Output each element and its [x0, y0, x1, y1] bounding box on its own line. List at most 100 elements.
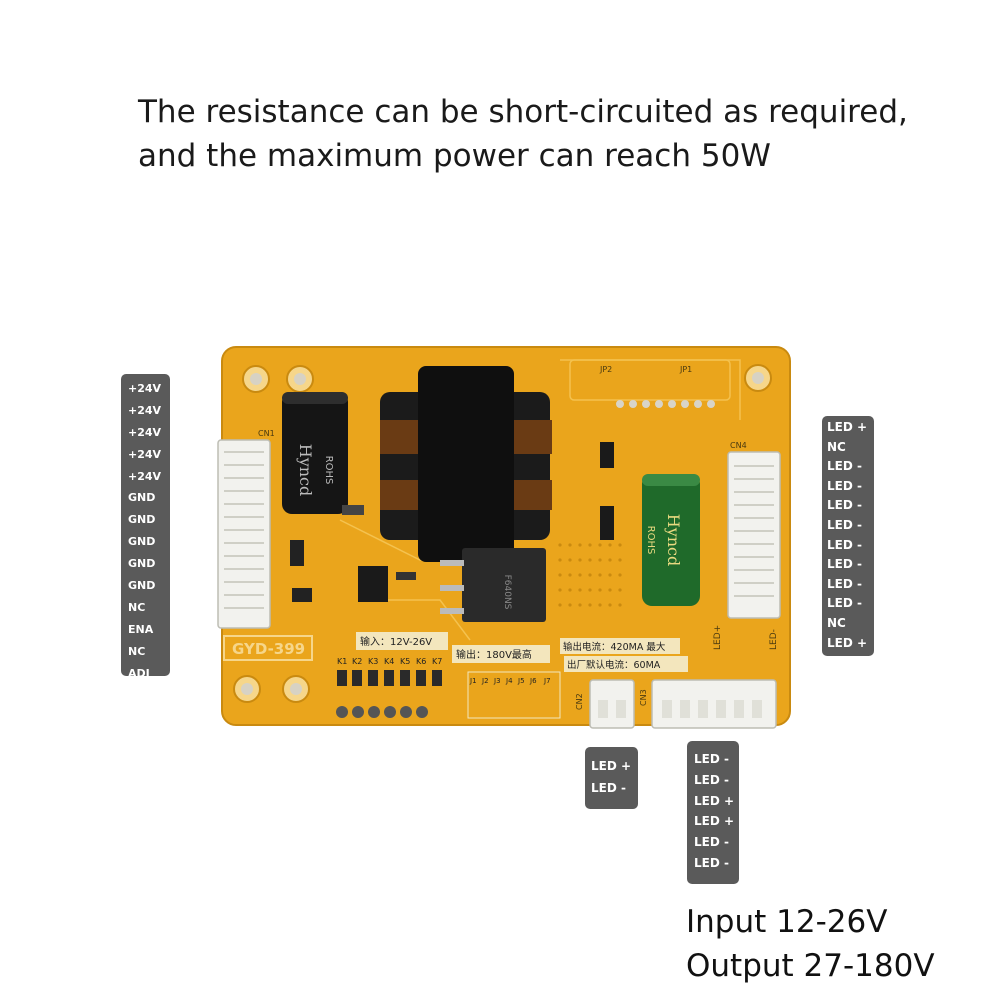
- headline: The resistance can be short-circuited as…: [138, 90, 978, 178]
- headline-line-2: and the maximum power can reach 50W: [138, 138, 771, 174]
- cn4-pin: NC: [827, 615, 846, 630]
- cn1-pin: +24V: [128, 425, 162, 439]
- connector-cn1: [217, 439, 271, 629]
- jumper-j5-label: J5: [517, 677, 525, 685]
- jp1-label: JP1: [679, 365, 692, 374]
- cn1-pin: ENA: [128, 622, 154, 636]
- cn4-pin: LED -: [827, 517, 862, 532]
- current-silk-label: 输出电流：420MA 最大: [563, 641, 666, 653]
- headline-line-1: The resistance can be short-circuited as…: [138, 94, 908, 130]
- voltage-spec: Input 12-26V Output 27-180V: [686, 900, 935, 988]
- jumper-j6-label: J6: [529, 677, 537, 685]
- jumper-j4-label: J4: [505, 677, 513, 685]
- cn1-pin: +24V: [128, 469, 162, 483]
- jumper-k6-label: K6: [416, 657, 426, 666]
- solder-pads-row: [336, 706, 428, 718]
- cn3-pin: LED -: [694, 835, 729, 850]
- transformer: [418, 366, 514, 562]
- current-label-box: [560, 638, 680, 654]
- capacitor-right: [642, 474, 700, 606]
- connector-cn2: [589, 679, 635, 729]
- led-plus-silk: LED+: [713, 625, 723, 650]
- capacitor-left-rohs: ROHS: [323, 456, 334, 485]
- connector-cn4-slots: [734, 465, 774, 597]
- cn1-pin: ADJ: [128, 666, 150, 680]
- input-voltage: Input 12-26V: [686, 904, 888, 940]
- cn4-pin: NC: [827, 439, 846, 454]
- model-label-box: [223, 635, 313, 661]
- cn4-pin: LED +: [827, 635, 868, 650]
- jumper-k7-label: K7: [432, 657, 442, 666]
- cn4-pin: LED -: [827, 498, 862, 513]
- output-silk-label: 输出：180V最高: [456, 648, 532, 661]
- capacitor-left: [282, 392, 348, 514]
- cn1-pin: GND: [128, 535, 156, 549]
- jumper-k1-label: K1: [337, 657, 347, 666]
- cn4-pin: LED -: [827, 478, 862, 493]
- cn1-pin: +24V: [128, 447, 162, 461]
- input-label-box: [356, 632, 448, 650]
- cn1-pin: GND: [128, 513, 156, 527]
- cn1-label: CN1: [258, 429, 275, 438]
- ic-u1: [358, 566, 388, 602]
- capacitor-right-brand: Hyncd: [664, 514, 683, 567]
- cn4-pin: LED -: [827, 596, 862, 611]
- diode-d2: [600, 506, 614, 540]
- jumper-k3-label: K3: [368, 657, 378, 666]
- cn1-pin: NC: [128, 644, 146, 658]
- cn3-label: CN3: [639, 689, 648, 706]
- jumper-j3-label: J3: [493, 677, 501, 685]
- cn4-pinout-label: LED + NC LED - LED - LED - LED - LED - L…: [822, 416, 874, 656]
- cn3-pin: LED -: [694, 772, 729, 787]
- jumper-j7-label: J7: [543, 677, 551, 685]
- cn1-pin: +24V: [128, 382, 162, 395]
- output-label-box: [452, 645, 550, 663]
- cn2-pinout-label: LED + LED -: [585, 747, 638, 809]
- jumper-k2-label: K2: [352, 657, 362, 666]
- cn1-pin: GND: [128, 579, 156, 593]
- cn2-label: CN2: [575, 693, 584, 710]
- cn1-pin: +24V: [128, 403, 162, 417]
- jumper-j2-label: J2: [481, 677, 489, 685]
- connector-cn4: [727, 451, 781, 619]
- cn3-pin: LED -: [694, 752, 729, 766]
- cn1-pinout-label: +24V +24V +24V +24V +24V GND GND GND GND…: [121, 374, 170, 680]
- jumper-j1-label: J1: [469, 677, 477, 685]
- default-label-box: [564, 656, 688, 672]
- output-voltage: Output 27-180V: [686, 948, 935, 984]
- led-minus-silk: LED-: [769, 629, 779, 650]
- cn3-pin: LED -: [694, 855, 729, 870]
- cn3-pin: LED +: [694, 814, 735, 829]
- jumper-k5-label: K5: [400, 657, 410, 666]
- cn4-pin: LED +: [827, 420, 868, 434]
- diode-zd1: [290, 540, 304, 566]
- cn2-pin: LED -: [591, 781, 626, 795]
- jumper-j-area: [467, 671, 561, 719]
- input-silk-label: 输入：12V-26V: [360, 635, 432, 648]
- cn3-pinout-label: LED - LED - LED + LED + LED - LED -: [687, 741, 739, 884]
- cn1-pin: GND: [128, 557, 156, 571]
- cn4-label: CN4: [730, 441, 747, 450]
- cn3-pin: LED +: [694, 793, 735, 808]
- prototype-pad-grid: [558, 543, 622, 607]
- default-silk-label: 出厂默认电流：60MA: [567, 659, 661, 671]
- cn4-pin: LED -: [827, 537, 862, 552]
- cn2-pin: LED +: [591, 759, 632, 773]
- model-label: GYD-399: [232, 640, 305, 658]
- diode-d3: [600, 442, 614, 468]
- jumper-k4-label: K4: [384, 657, 394, 666]
- capacitor-left-brand: Hyncd: [296, 444, 315, 497]
- capacitor-right-rohs: ROHS: [645, 526, 656, 555]
- jumper-pads-jp: [616, 400, 715, 408]
- cn1-pin: NC: [128, 600, 146, 614]
- resistor-row: [337, 670, 442, 686]
- jp2-label: JP2: [599, 365, 612, 374]
- cn4-pin: LED -: [827, 557, 862, 572]
- connector-cn1-slots: [224, 451, 264, 609]
- cn1-pin: GND: [128, 491, 156, 505]
- mosfet-marking: F640NS: [502, 575, 512, 610]
- mosfet: [462, 548, 546, 622]
- cn4-pin: LED -: [827, 459, 862, 474]
- cn4-pin: LED -: [827, 576, 862, 591]
